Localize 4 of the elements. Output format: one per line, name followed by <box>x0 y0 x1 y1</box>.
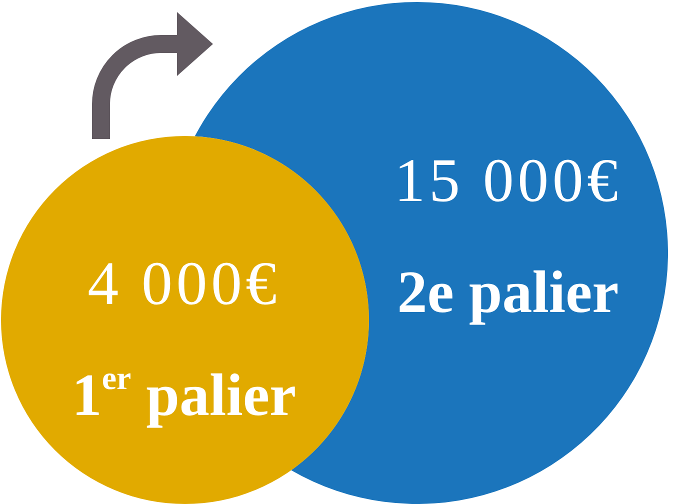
amount-text: 4 000€ <box>88 253 280 315</box>
curved-arrow <box>92 12 213 139</box>
tier-circle <box>1 136 369 504</box>
amount-text: 15 000€ <box>394 150 622 212</box>
